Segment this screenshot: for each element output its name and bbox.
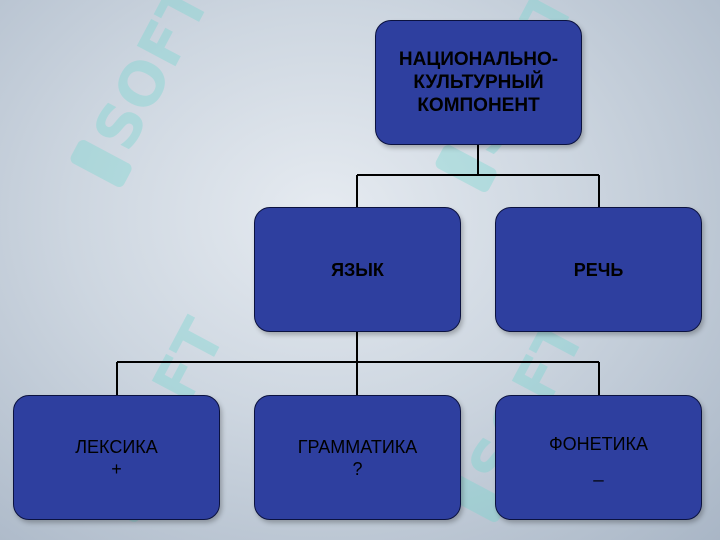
node-lexicon-mark: + <box>111 458 122 479</box>
node-grammar-mark: ? <box>352 458 363 479</box>
node-phonetics-label: ФОНЕТИКА <box>548 433 649 454</box>
node-lexicon: ЛЕКСИКА + <box>13 395 220 520</box>
node-language: ЯЗЫК <box>254 207 461 332</box>
node-speech-label: РЕЧЬ <box>573 259 624 280</box>
node-phonetics-mark: _ <box>593 461 604 482</box>
node-grammar: ГРАММАТИКА ? <box>254 395 461 520</box>
node-grammar-label: ГРАММАТИКА <box>297 436 418 457</box>
root-node: НАЦИОНАЛЬНО- КУЛЬТУРНЫЙ КОМПОНЕНТ <box>375 20 582 145</box>
node-phonetics: ФОНЕТИКА _ <box>495 395 702 520</box>
node-lexicon-label: ЛЕКСИКА <box>75 436 158 457</box>
root-line-2: КУЛЬТУРНЫЙ <box>413 72 544 93</box>
root-line-1: НАЦИОНАЛЬНО- <box>398 49 559 70</box>
root-line-3: КОМПОНЕНТ <box>417 95 540 116</box>
node-speech: РЕЧЬ <box>495 207 702 332</box>
node-language-label: ЯЗЫК <box>331 259 384 280</box>
